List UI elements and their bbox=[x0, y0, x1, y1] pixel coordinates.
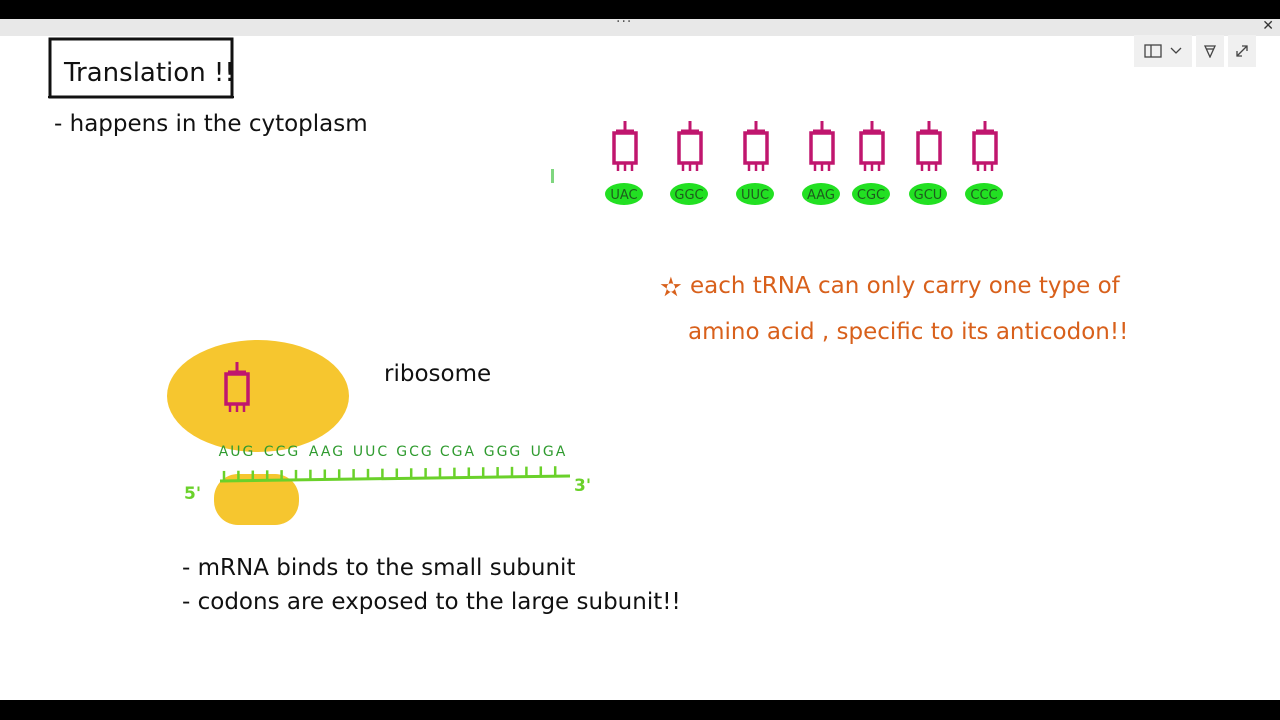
anticodon-highlight bbox=[605, 183, 643, 205]
trna-row: UAC GGC UUC AAG CGC GCU CCC bbox=[605, 121, 1003, 205]
mrna-codon: GGG bbox=[484, 444, 523, 460]
anticodon-label: CGC bbox=[857, 188, 885, 203]
trna-molecule: UUC bbox=[736, 121, 774, 205]
anticodon-label: AAG bbox=[807, 188, 835, 203]
mrna-codon: GCG bbox=[396, 444, 433, 460]
anticodon-highlight bbox=[852, 183, 890, 205]
anticodon-label: UUC bbox=[741, 188, 769, 203]
ribosome-small-subunit bbox=[214, 474, 299, 525]
mrna-ticks bbox=[222, 466, 557, 481]
bullet-codons-exposed: - codons are exposed to the large subuni… bbox=[182, 589, 681, 615]
pen-icon bbox=[1203, 45, 1217, 58]
trna-molecule: GGC bbox=[670, 121, 708, 205]
ribosome-trna-icon bbox=[224, 362, 250, 412]
chevron-down-icon bbox=[1170, 47, 1182, 54]
mrna-codons: AUG CCG AAG UUC GCG CGA GGG UGA bbox=[219, 444, 568, 460]
anticodon-highlight bbox=[965, 183, 1003, 205]
five-prime-label: 5' bbox=[184, 484, 201, 504]
mrna-codon: CCG bbox=[264, 444, 300, 460]
trna-body bbox=[859, 131, 885, 165]
anticodon-label: CCC bbox=[970, 188, 997, 203]
cursor-mark bbox=[551, 169, 554, 183]
anticodon-highlight bbox=[909, 183, 947, 205]
trna-body bbox=[677, 131, 703, 165]
mrna-strand bbox=[219, 474, 571, 483]
mrna-codon: CGA bbox=[440, 444, 476, 460]
anticodon-highlight bbox=[670, 183, 708, 205]
mrna-codon: UUC bbox=[353, 444, 389, 460]
pen-tool-button[interactable] bbox=[1196, 35, 1224, 67]
trna-molecule: AAG bbox=[802, 121, 840, 205]
more-options-icon[interactable]: ··· bbox=[616, 19, 633, 30]
board-toolbar bbox=[1134, 35, 1256, 67]
title-bar: ··· ✕ bbox=[0, 19, 1280, 36]
trna-molecule: CGC bbox=[852, 121, 890, 205]
trna-body bbox=[809, 131, 835, 165]
drawing-canvas[interactable]: Translation !! - happens in the cytoplas… bbox=[0, 19, 1280, 700]
anticodon-label: GGC bbox=[674, 188, 703, 203]
panel-toggle-button[interactable] bbox=[1134, 35, 1192, 67]
mrna-codon: AAG bbox=[309, 444, 345, 460]
anticodon-label: UAC bbox=[610, 188, 637, 203]
bullet-cytoplasm: - happens in the cytoplasm bbox=[54, 111, 368, 137]
ribosome-label: ribosome bbox=[384, 361, 491, 387]
ribosome-large-subunit bbox=[167, 340, 349, 452]
mrna-codon: AUG bbox=[219, 444, 256, 460]
trna-body bbox=[916, 131, 942, 165]
panel-icon bbox=[1144, 44, 1162, 58]
trna-molecule: CCC bbox=[965, 121, 1003, 205]
trna-molecule: UAC bbox=[605, 121, 643, 205]
anticodon-highlight bbox=[802, 183, 840, 205]
whiteboard-window: ··· ✕ Translation !! - happens in the cy… bbox=[0, 19, 1280, 700]
bullet-mrna-binds: - mRNA binds to the small subunit bbox=[182, 555, 575, 581]
star-note-line2: amino acid , specific to its anticodon!! bbox=[688, 319, 1128, 345]
expand-icon bbox=[1236, 45, 1248, 57]
star-icon: ✫ bbox=[660, 273, 682, 303]
close-icon[interactable]: ✕ bbox=[1262, 19, 1274, 34]
three-prime-label: 3' bbox=[574, 476, 591, 496]
anticodon-label: GCU bbox=[914, 188, 943, 203]
trna-body bbox=[612, 131, 638, 165]
note-title: Translation !! bbox=[63, 58, 235, 88]
anticodon-highlight bbox=[736, 183, 774, 205]
star-note-line1: each tRNA can only carry one type of bbox=[690, 273, 1121, 299]
trna-molecule: GCU bbox=[909, 121, 947, 205]
trna-body bbox=[972, 131, 998, 165]
expand-button[interactable] bbox=[1228, 35, 1256, 67]
mrna-codon: UGA bbox=[531, 444, 568, 460]
trna-body bbox=[743, 131, 769, 165]
